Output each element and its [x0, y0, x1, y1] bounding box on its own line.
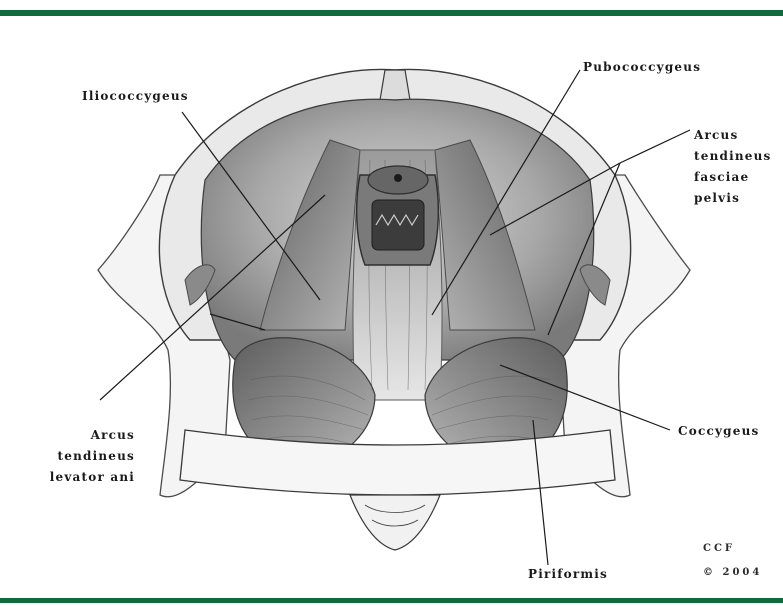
label-arcus-fasciae-pelvis: Arcus tendineus fasciae pelvis: [694, 125, 772, 209]
copyright-credit: CCF © 2004: [703, 537, 762, 585]
label-piriformis: Piriformis: [528, 564, 608, 585]
credit-org: CCF: [703, 537, 762, 561]
label-arcus-levator-line-3: levator ani: [20, 467, 135, 488]
label-arcus-levator-line-1: Arcus: [20, 425, 135, 446]
label-arcus-levator-ani: Arcus tendineus levator ani: [20, 425, 135, 488]
label-pubococcygeus: Pubococcygeus: [583, 57, 701, 78]
label-arcus-fasciae-line-3: fasciae: [694, 167, 772, 188]
label-coccygeus: Coccygeus: [678, 421, 759, 442]
label-arcus-fasciae-line-4: pelvis: [694, 188, 772, 209]
label-iliococcygeus: Iliococcygeus: [82, 86, 189, 107]
credit-year: © 2004: [703, 561, 762, 585]
rectum-lumen: [372, 200, 424, 250]
label-arcus-fasciae-line-2: tendineus: [694, 146, 772, 167]
sacrum-band: [180, 430, 615, 495]
leader-arcus-fasciae-a: [620, 130, 690, 163]
label-arcus-levator-line-2: tendineus: [20, 446, 135, 467]
pubic-symphysis: [380, 70, 410, 100]
coccyx: [350, 495, 440, 550]
label-arcus-fasciae-line-1: Arcus: [694, 125, 772, 146]
